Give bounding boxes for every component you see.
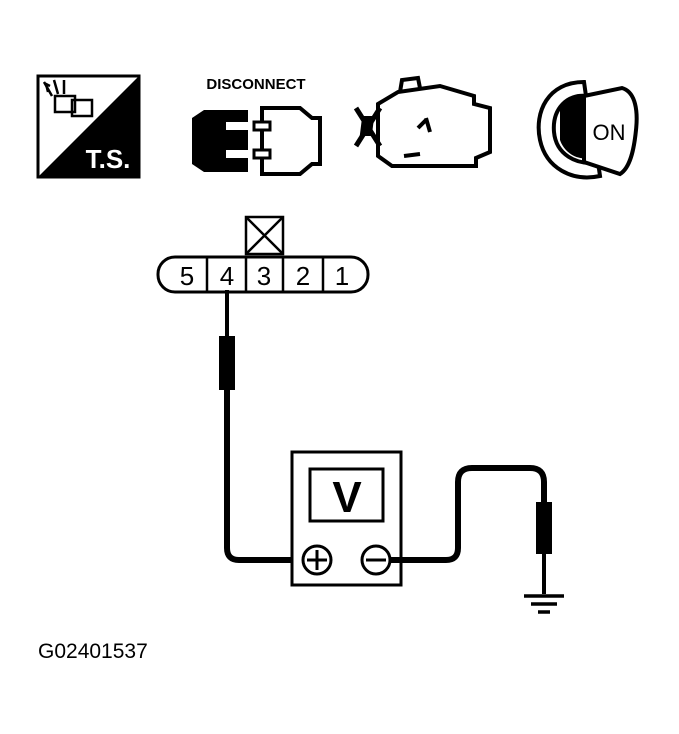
connector: 5 4 3 2 1 (156, 215, 370, 294)
pin-4-label: 4 (220, 261, 234, 291)
connector-body (156, 255, 370, 294)
ignition-on-icon: ON (536, 79, 639, 180)
pin-5-label: 5 (180, 261, 194, 291)
voltmeter-display (308, 467, 385, 523)
pin-1-label: 1 (335, 261, 349, 291)
voltmeter-mode-label: V (332, 473, 362, 522)
pin-3-label: 3 (257, 261, 271, 291)
negative-terminal (360, 544, 392, 576)
disconnect-icon: DISCONNECT (192, 76, 322, 176)
positive-test-lead (219, 290, 296, 563)
harness-sketch-icon (42, 79, 94, 118)
unused-pin-marker (244, 215, 285, 256)
ts-label: T.S. (86, 144, 131, 174)
troubleshooting-icon: T.S. (36, 74, 141, 179)
negative-test-lead (390, 465, 552, 594)
disconnect-label: DISCONNECT (206, 76, 305, 93)
pin-2-label: 2 (296, 261, 310, 291)
ground-symbol-icon (524, 594, 564, 614)
engine-icon (353, 75, 492, 168)
voltmeter: V (290, 450, 403, 587)
positive-terminal (301, 544, 333, 576)
ignition-on-label: ON (593, 120, 626, 145)
figure-id: G02401537 (38, 640, 148, 663)
